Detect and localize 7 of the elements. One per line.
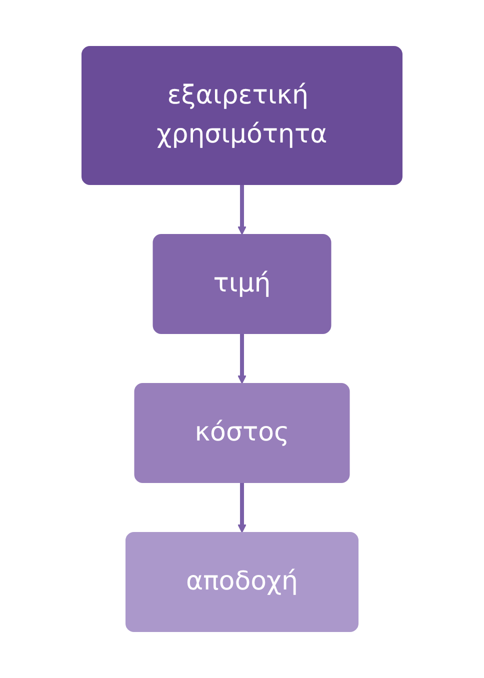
arrow (238, 184, 246, 235)
node-box: τιμή (152, 234, 332, 334)
node-box: αποδοχή (126, 532, 358, 632)
node-box: κόστος (134, 383, 350, 483)
arrow (238, 482, 246, 533)
node-box: εξαιρετική χρησιμότητα (82, 46, 402, 185)
arrow (238, 334, 246, 384)
